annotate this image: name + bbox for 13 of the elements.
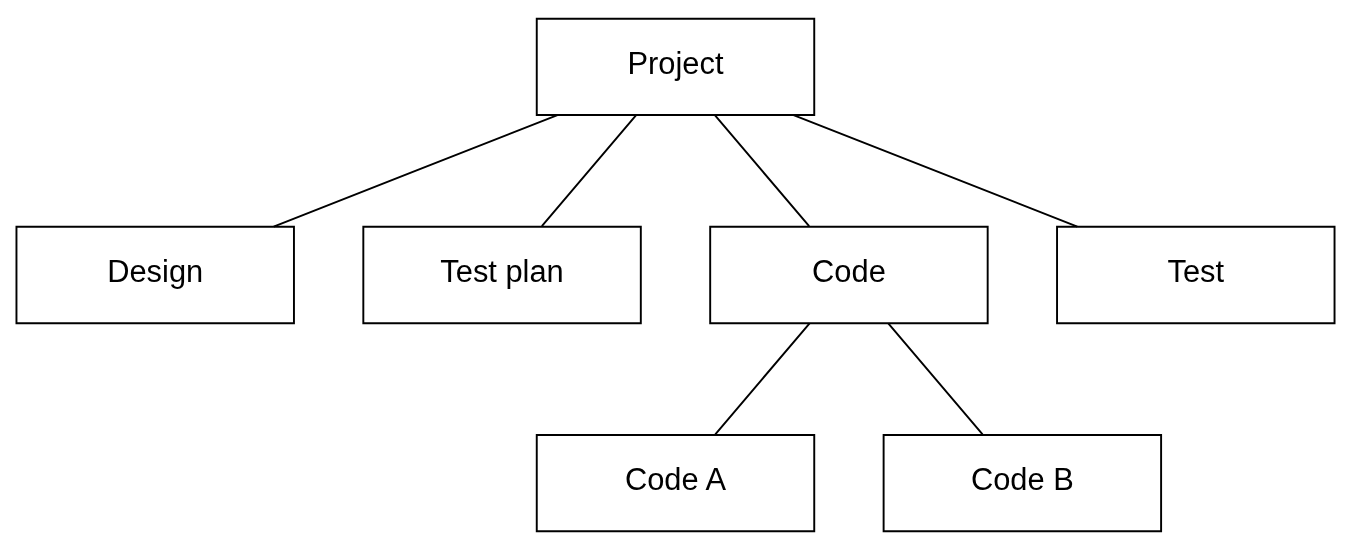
node-box: Design — [15, 225, 295, 325]
node-box: Code — [709, 225, 989, 325]
connector — [272, 114, 559, 228]
connector — [887, 322, 984, 436]
node-box: Test plan — [362, 225, 642, 325]
connector — [714, 322, 811, 436]
node-box: Code A — [535, 433, 816, 533]
node-box: Project — [535, 17, 816, 117]
connector — [792, 114, 1079, 228]
connector — [540, 114, 638, 228]
node-box: Test — [1056, 225, 1336, 325]
connector — [713, 114, 811, 228]
node-box: Code B — [882, 433, 1163, 533]
